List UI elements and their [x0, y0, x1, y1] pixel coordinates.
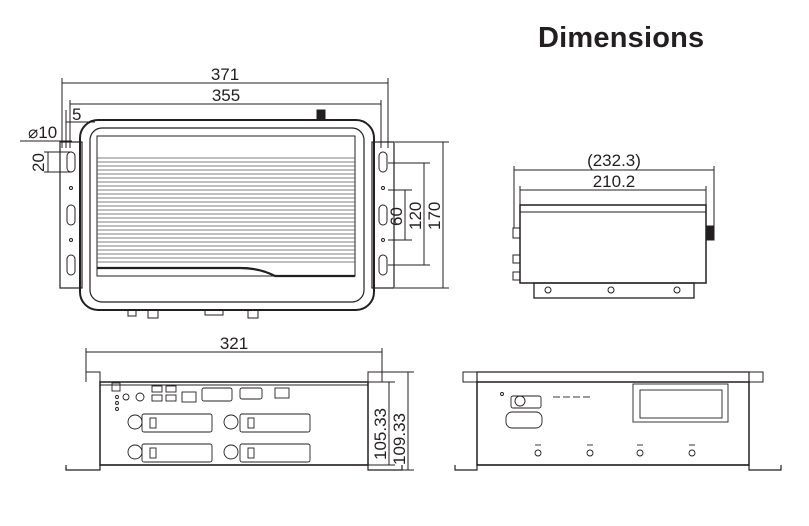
- dim-371-label: 371: [211, 65, 239, 84]
- heatsink-fins: [97, 157, 355, 263]
- dim-232: (232.3): [513, 151, 715, 228]
- dim-355-label: 355: [212, 86, 240, 105]
- dim-120-label: 120: [406, 202, 425, 230]
- top-view: 371 355 5 ⌀10 20: [20, 65, 449, 319]
- rear-chassis: [476, 381, 750, 466]
- dim-diameter-label: ⌀10: [28, 123, 57, 142]
- front-chassis: [99, 381, 369, 466]
- side-view: (232.3) 210.2: [512, 151, 715, 299]
- dim-170-label: 170: [425, 202, 444, 230]
- bracket-slots: [66, 151, 388, 276]
- dim-321: 321: [85, 334, 383, 372]
- front-ports: [111, 382, 311, 463]
- left-bracket: [59, 141, 83, 289]
- side-bracket: [533, 282, 695, 299]
- dim-321-label: 321: [220, 334, 248, 353]
- rear-view: [454, 371, 782, 471]
- top-chassis-inner: [89, 127, 365, 303]
- dim-210-label: 210.2: [593, 172, 636, 191]
- dim-diameter-10: ⌀10: [20, 123, 72, 142]
- dim-20: 20: [29, 151, 72, 173]
- page-title: Dimensions: [538, 22, 705, 54]
- dim-232-label: (232.3): [587, 151, 641, 170]
- dim-60-label: 60: [387, 207, 406, 226]
- dim-105-label: 105.33: [371, 408, 390, 460]
- rear-ports: [500, 383, 729, 457]
- dim-355: 355: [69, 86, 382, 148]
- dim-5-label: 5: [72, 105, 81, 124]
- front-view: 321 105.33 109.33: [65, 334, 414, 471]
- dim-105: 105.33: [368, 381, 395, 466]
- dim-170: 170: [395, 141, 449, 289]
- dim-109-label: 109.33: [390, 413, 409, 465]
- top-chassis-outer: [79, 119, 375, 311]
- side-chassis: [519, 204, 707, 284]
- dim-120: 120: [388, 162, 430, 266]
- dim-60: 60: [387, 189, 412, 241]
- dim-109: 109.33: [382, 371, 414, 471]
- dim-210: 210.2: [519, 172, 707, 205]
- dim-5: 5: [65, 105, 95, 148]
- right-bracket: [371, 141, 395, 289]
- dim-371: 371: [61, 65, 389, 148]
- dim-20-label: 20: [29, 153, 48, 172]
